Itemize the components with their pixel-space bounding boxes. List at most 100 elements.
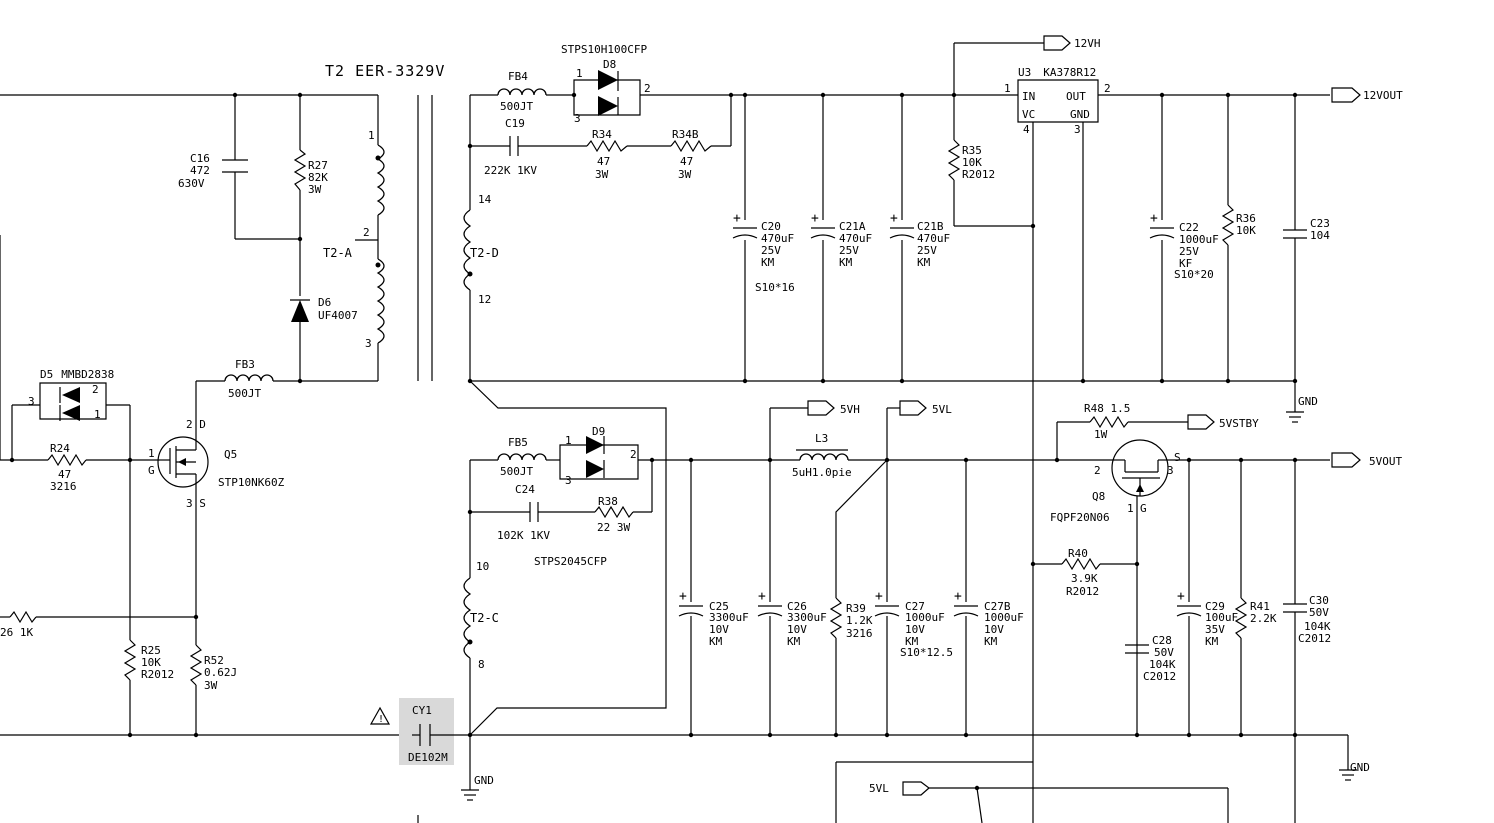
pin-label: 3 S xyxy=(186,497,206,510)
r24-package: 3216 xyxy=(50,480,77,493)
fb5-ref: FB5 xyxy=(508,436,528,449)
r35-package: R2012 xyxy=(962,168,995,181)
c27b-series: KM xyxy=(984,635,998,648)
winding-label-t2d: T2-D xyxy=(470,246,499,260)
c26-value: 3300uF xyxy=(787,611,827,624)
c27-ref: C27 xyxy=(905,600,925,613)
r27-power: 3W xyxy=(308,183,322,196)
fb4-value: 500JT xyxy=(500,100,533,113)
pin-label: 1 xyxy=(576,67,583,80)
c26-voltage: 10V xyxy=(787,623,807,636)
pin-label: 3 xyxy=(574,112,581,125)
pin-label: 3 xyxy=(565,474,572,487)
r35-ref: R35 xyxy=(962,144,982,157)
winding-label-t2a: T2-A xyxy=(323,246,353,260)
r41-value: 2.2K xyxy=(1250,612,1277,625)
c29-ref: C29 xyxy=(1205,600,1225,613)
pin-label: 1 xyxy=(148,447,155,460)
c26-ref: C26 xyxy=(787,600,807,613)
r41-ref: R41 xyxy=(1250,600,1270,613)
plus-sign: + xyxy=(758,589,766,604)
r24-value: 47 xyxy=(58,468,71,481)
pin-label: 2 D xyxy=(186,418,206,431)
transformer-title: T2 EER-3329V xyxy=(325,62,445,80)
d9-ref: D9 xyxy=(592,425,605,438)
net-5vl-bottom: 5VL xyxy=(869,782,889,795)
r27-ref: R27 xyxy=(308,159,328,172)
pin-label: 1 xyxy=(565,434,572,447)
r34-value: 47 xyxy=(597,155,610,168)
c21b-voltage: 25V xyxy=(917,244,937,257)
plus-sign: + xyxy=(811,211,819,226)
pin-label: 12 xyxy=(478,293,491,306)
q5-value: STP10NK60Z xyxy=(218,476,285,489)
r52-power: 3W xyxy=(204,679,218,692)
r52-value: 0.62J xyxy=(204,666,237,679)
gnd-label-3: GND xyxy=(1350,761,1370,774)
c28-value: 104K xyxy=(1149,658,1176,671)
c22-ref: C22 xyxy=(1179,221,1199,234)
c24-ref: C24 xyxy=(515,483,535,496)
c22-series: KF xyxy=(1179,257,1192,270)
primary-wires xyxy=(0,92,418,823)
gnd-label-1: GND xyxy=(474,774,494,787)
q8-value: FQPF20N06 xyxy=(1050,511,1110,524)
r34-power: 3W xyxy=(595,168,609,181)
c30-package: C2012 xyxy=(1298,632,1331,645)
r40-value: 3.9K xyxy=(1071,572,1098,585)
r34-ref: R34 xyxy=(592,128,612,141)
r26-label: 26 1K xyxy=(0,626,33,639)
secondary-5v-wires xyxy=(461,401,1360,823)
d6-value: UF4007 xyxy=(318,309,358,322)
d9-part: STPS2045CFP xyxy=(534,555,607,568)
r36-value: 10K xyxy=(1236,224,1256,237)
c30-voltage: 50V xyxy=(1309,606,1329,619)
c26-series: KM xyxy=(787,635,801,648)
plus-sign: + xyxy=(679,589,687,604)
c27b-value: 1000uF xyxy=(984,611,1024,624)
pin-label: 3 xyxy=(365,337,372,350)
c29-series: KM xyxy=(1205,635,1219,648)
c21a-value: 470uF xyxy=(839,232,872,245)
cy1-ref: CY1 xyxy=(412,704,432,717)
plus-sign: + xyxy=(875,589,883,604)
c24-value: 102K 1KV xyxy=(497,529,550,542)
pin-label: 2 xyxy=(644,82,651,95)
c29-value: 100uF xyxy=(1205,611,1238,624)
pin-label: G xyxy=(148,464,155,477)
c20-ref: C20 xyxy=(761,220,781,233)
plus-sign: + xyxy=(890,211,898,226)
pin-label: S xyxy=(1174,451,1181,464)
c20-value: 470uF xyxy=(761,232,794,245)
gnd-label-2: GND xyxy=(1298,395,1318,408)
r34b-power: 3W xyxy=(678,168,692,181)
c22-value: 1000uF xyxy=(1179,233,1219,246)
winding-t2a xyxy=(378,145,384,343)
c21b-series: KM xyxy=(917,256,931,269)
pin-label: 14 xyxy=(478,193,492,206)
pin-label: 3 xyxy=(28,395,35,408)
fb4-ref: FB4 xyxy=(508,70,528,83)
c22-size: S10*20 xyxy=(1174,268,1214,281)
r36-ref: R36 xyxy=(1236,212,1256,225)
c27-value: 1000uF xyxy=(905,611,945,624)
pin-label: 3 xyxy=(1074,123,1081,136)
c20-voltage: 25V xyxy=(761,244,781,257)
r34b-value: 47 xyxy=(680,155,693,168)
l3-value: 5uH1.0pie xyxy=(792,466,852,479)
c27-size: S10*12.5 xyxy=(900,646,953,659)
fb3-ref: FB3 xyxy=(235,358,255,371)
c22-voltage: 25V xyxy=(1179,245,1199,258)
plus-sign: + xyxy=(954,589,962,604)
r40-ref: R40 xyxy=(1068,547,1088,560)
c21b-value: 470uF xyxy=(917,232,950,245)
c19-value: 222K 1KV xyxy=(484,164,537,177)
r48-ref: R48 1.5 xyxy=(1084,402,1130,415)
net-12vh: 12VH xyxy=(1074,37,1101,50)
pin-label: G xyxy=(1140,502,1147,515)
c21a-ref: C21A xyxy=(839,220,866,233)
c28-ref: C28 xyxy=(1152,634,1172,647)
c30-ref: C30 xyxy=(1309,594,1329,607)
